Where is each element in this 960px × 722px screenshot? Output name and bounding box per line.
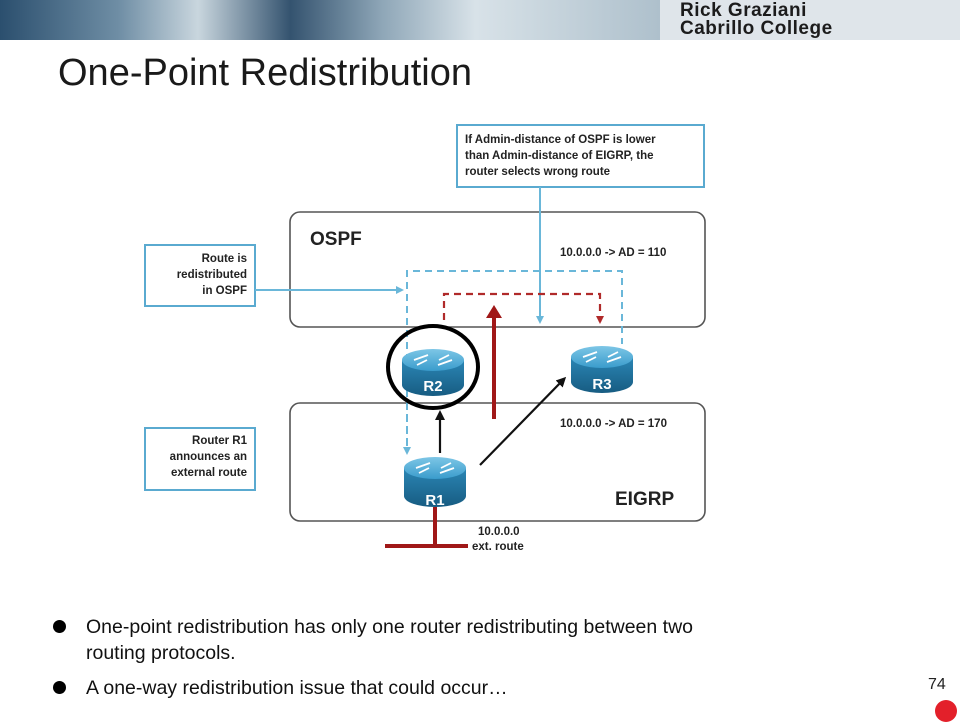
callout-external-route [144, 427, 256, 491]
slide-title: One-Point Redistribution [58, 52, 472, 94]
bullet-dot-icon [53, 681, 66, 694]
callout-redistributed-line-2: redistributed [177, 269, 247, 281]
eigrp-route-entry: 10.0.0.0 -> AD = 170 [560, 418, 667, 430]
page-number: 74 [928, 676, 946, 693]
callout-external-route-line-3: external route [171, 467, 247, 479]
bullet-item: A one-way redistribution issue that coul… [50, 675, 850, 701]
redistribution-diagram: If Admin-distance of OSPF is lower than … [144, 124, 706, 550]
eigrp-label: EIGRP [615, 489, 674, 510]
router-r3-icon [582, 351, 622, 363]
eigrp-domain [289, 402, 706, 522]
bullet-item: One-point redistribution has only one ro… [50, 614, 850, 666]
dashed-wrong-route-path [442, 292, 604, 324]
router-r2-highlight [386, 324, 480, 410]
router-r3-label: R3 [592, 376, 611, 393]
callout-external-route-line-2: announces an [170, 451, 247, 463]
bullet-dot-icon [53, 620, 66, 633]
red-arrow-head [486, 305, 502, 318]
router-r1-label: R1 [425, 492, 444, 509]
ospf-domain [289, 211, 706, 328]
author-name: Rick Graziani [680, 0, 807, 21]
ext-route-network: 10.0.0.0 [478, 526, 520, 538]
bullet-list: One-point redistribution has only one ro… [50, 614, 850, 710]
banner-text-area [660, 0, 960, 40]
arrow-r1-to-r3 [479, 376, 567, 466]
bullet-text-1a: One-point redistribution has only one ro… [86, 616, 694, 638]
bullet-text-2: A one-way redistribution issue that coul… [86, 677, 508, 699]
router-r1: R1 [404, 457, 466, 509]
callout-external-route-line-1: Router R1 [192, 435, 248, 447]
record-dot-icon [935, 700, 957, 722]
callout-redistributed-line-1: Route is [202, 253, 247, 265]
ospf-route-entry: 10.0.0.0 -> AD = 110 [560, 247, 666, 259]
ext-route-label: ext. route [472, 541, 524, 550]
callout-redistributed [144, 244, 256, 307]
ospf-label: OSPF [310, 229, 362, 250]
router-r2-label: R2 [423, 378, 442, 395]
callout-admin-distance-line-3: router selects wrong route [465, 166, 610, 178]
router-r2: R2 [402, 349, 464, 396]
bullet-text-1b: routing protocols. [86, 642, 236, 664]
callout-admin-distance [456, 124, 705, 188]
college-name: Cabrillo College [680, 18, 833, 39]
header-banner: Rick Graziani Cabrillo College [0, 0, 960, 40]
banner-photo [0, 0, 660, 40]
callout-admin-distance-line-2: than Admin-distance of EIGRP, the [465, 150, 654, 162]
router-r3: R3 [571, 346, 633, 393]
router-r2-icon [413, 354, 453, 366]
router-r1-icon [415, 462, 455, 474]
callout-admin-distance-line-1: If Admin-distance of OSPF is lower [465, 134, 656, 146]
callout-redistributed-line-3: in OSPF [202, 285, 247, 297]
